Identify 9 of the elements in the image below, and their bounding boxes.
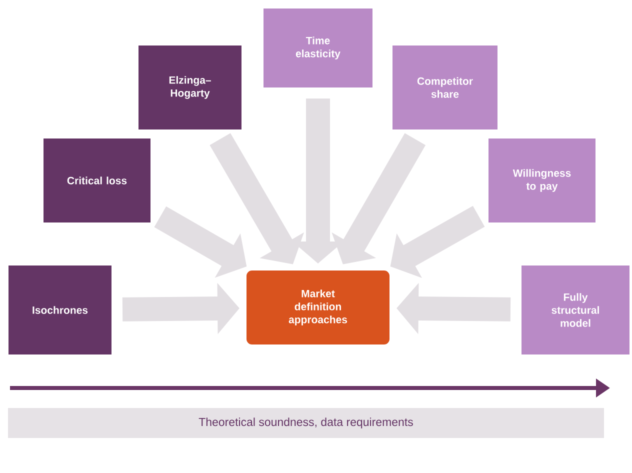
method-box: Isochrones [8, 264, 112, 356]
method-box: Competitor share [392, 44, 498, 130]
central-box: Market definition approaches [246, 269, 390, 346]
method-box: Critical loss [42, 138, 152, 224]
method-box: Willingness to pay [488, 138, 596, 224]
method-box: Time elasticity [262, 8, 374, 88]
method-box: Elzinga– Hogarty [138, 44, 242, 130]
method-box: Fully structural model [520, 264, 630, 356]
axis-band: Theoretical soundness, data requirements [8, 408, 604, 438]
